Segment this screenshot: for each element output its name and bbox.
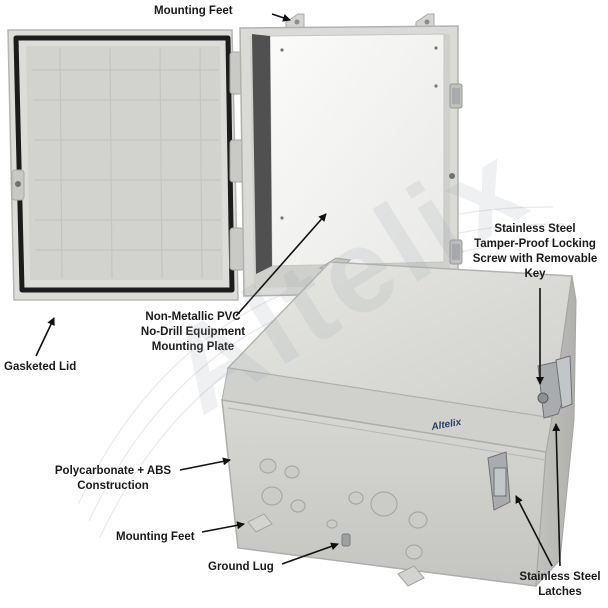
latches	[487, 355, 573, 511]
label-mounting-plate: Non-Metallic PVC No-Drill Equipment Moun…	[140, 311, 246, 353]
label-locking-screw: Stainless Steel Tamper-Proof Locking Scr…	[472, 223, 598, 280]
svg-text:Altelix: Altelix	[430, 417, 463, 433]
arrow-mounting-plate	[235, 213, 327, 317]
closed-enclosure: Altelix	[221, 257, 577, 588]
open-lid	[7, 29, 239, 301]
conduit-knockouts	[259, 458, 428, 560]
locking-screw	[537, 392, 549, 404]
open-body	[239, 13, 463, 297]
arrow-ground-lug	[281, 542, 339, 565]
enclosure-logo: Altelix	[430, 417, 463, 433]
bottom-mounting-foot-left	[247, 513, 273, 533]
label-latches: Stainless Steel Latches	[519, 571, 601, 598]
mounting-plate	[269, 33, 445, 267]
label-ground-lug: Ground Lug	[208, 561, 274, 573]
arrow-mounting-feet-bottom	[201, 521, 245, 533]
bottom-mounting-foot-right	[397, 565, 425, 587]
label-mounting-feet-top: Mounting Feet	[154, 5, 233, 17]
label-construction: Polycarbonate + ABS Construction	[54, 465, 172, 492]
arrow-latch-front	[515, 495, 553, 567]
arrow-latch-side	[552, 423, 561, 567]
arrow-mounting-feet-top	[271, 13, 291, 22]
label-gasketed-lid: Gasketed Lid	[4, 361, 77, 373]
label-mounting-feet-bottom: Mounting Feet	[116, 531, 195, 543]
lid-gasket	[13, 35, 235, 293]
arrow-construction	[179, 457, 231, 471]
ground-lug	[341, 533, 351, 547]
arrow-gasketed-lid	[35, 317, 55, 357]
callout-arrows	[35, 13, 561, 567]
